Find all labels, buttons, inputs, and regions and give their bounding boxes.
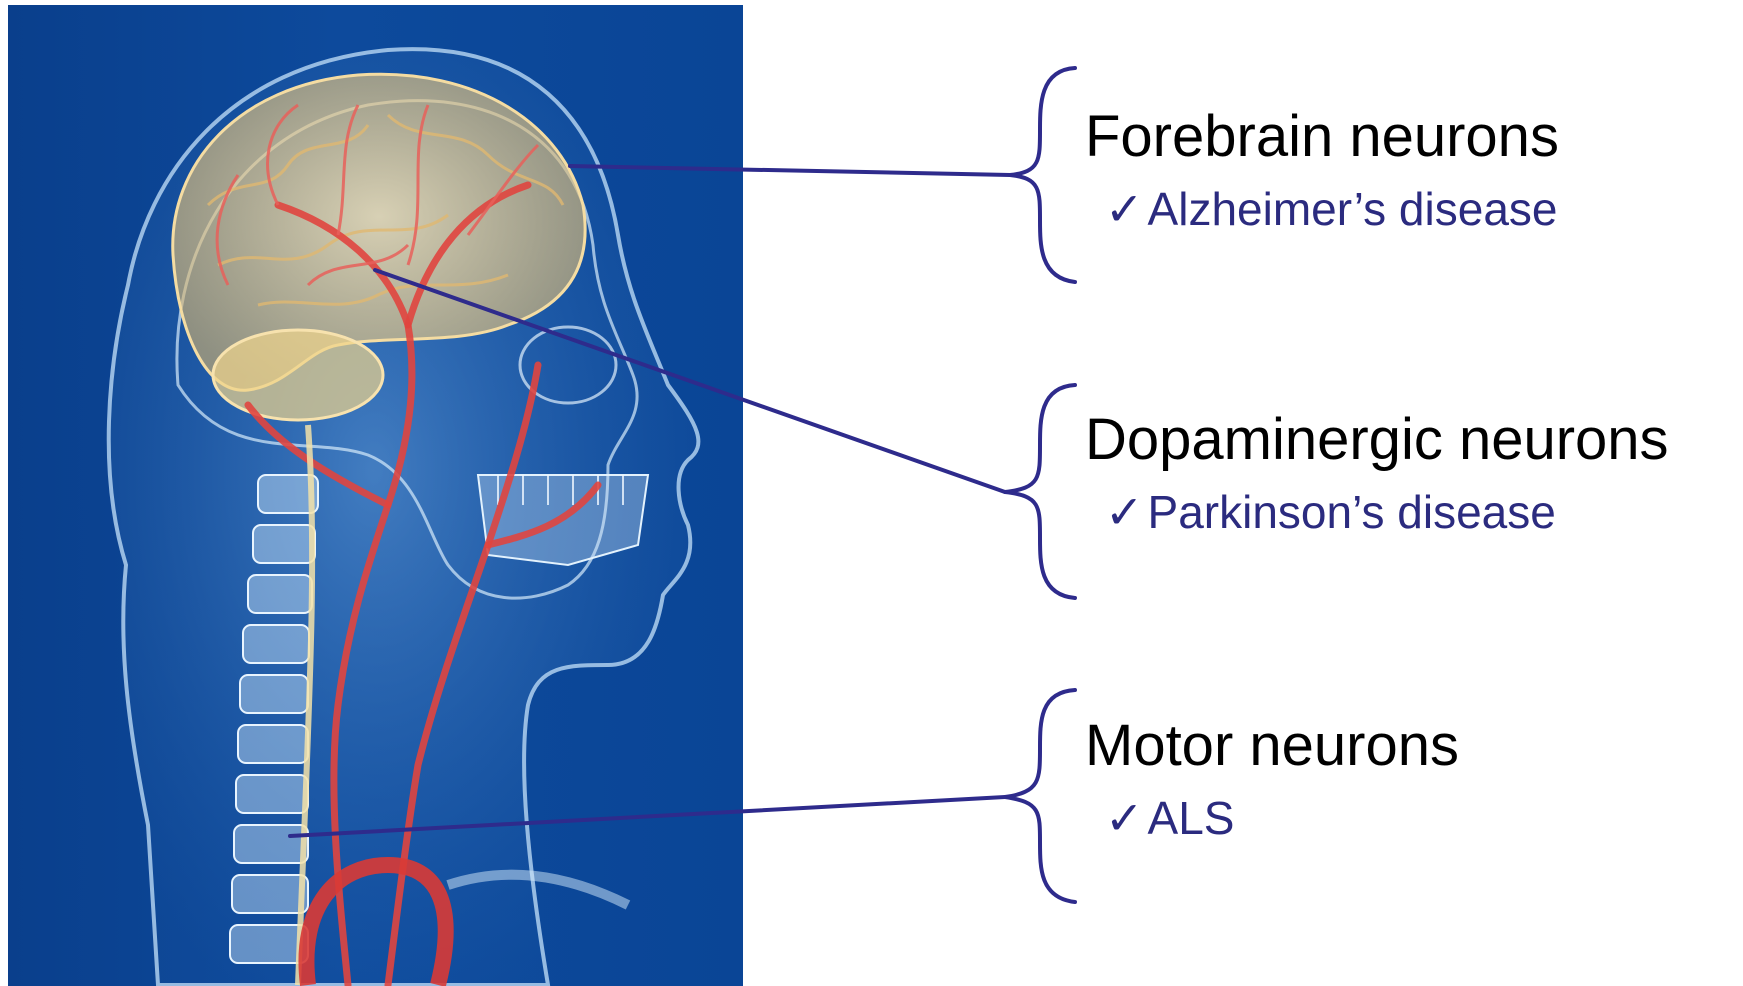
cerebellum	[213, 330, 383, 420]
group-forebrain: Forebrain neurons ✓Alzheimer’s disease	[1085, 108, 1559, 232]
brace-motor	[1005, 690, 1075, 902]
brace-forebrain	[1010, 68, 1075, 282]
heading-motor-neurons: Motor neurons	[1085, 717, 1459, 775]
group-dopaminergic: Dopaminergic neurons ✓Parkinson’s diseas…	[1085, 411, 1669, 535]
heading-forebrain-neurons: Forebrain neurons	[1085, 108, 1559, 166]
check-icon: ✓	[1105, 186, 1144, 232]
heading-dopaminergic-neurons: Dopaminergic neurons	[1085, 411, 1669, 469]
anatomy-illustration	[8, 5, 743, 986]
disease-item-parkinsons: ✓Parkinson’s disease	[1105, 489, 1669, 535]
brace-dopaminergic	[1005, 385, 1075, 598]
head-neck-anatomy-image	[8, 5, 743, 986]
group-motor: Motor neurons ✓ALS	[1085, 717, 1459, 841]
disease-label: Alzheimer’s disease	[1148, 183, 1558, 235]
disease-label: Parkinson’s disease	[1148, 486, 1556, 538]
disease-item-alzheimers: ✓Alzheimer’s disease	[1105, 186, 1559, 232]
check-icon: ✓	[1105, 795, 1144, 841]
check-icon: ✓	[1105, 489, 1144, 535]
disease-item-als: ✓ALS	[1105, 795, 1459, 841]
disease-label: ALS	[1148, 792, 1235, 844]
